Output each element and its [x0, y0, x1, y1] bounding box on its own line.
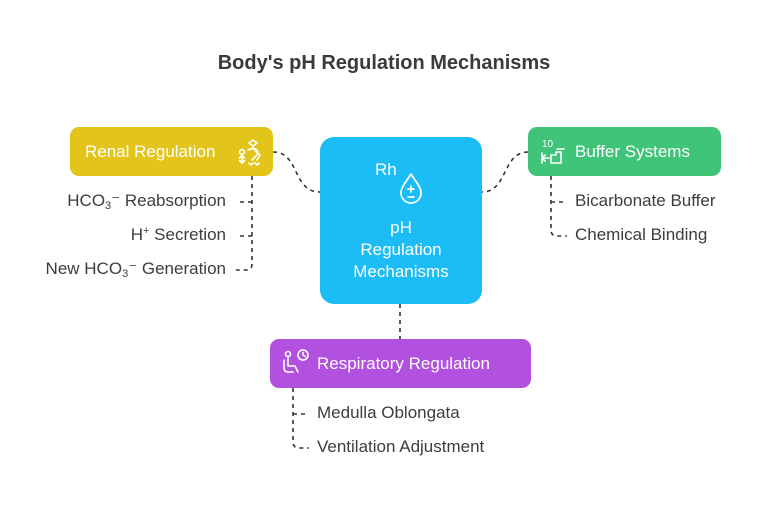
renal-item-new-hco3-generation: New HCO3⁻ Generation: [45, 259, 226, 280]
connector-renal-branch: [236, 176, 253, 271]
connector-resp-branch: [292, 388, 309, 449]
renal-regulation-box: Renal Regulation: [70, 127, 273, 176]
connector-buffer-branch: [550, 176, 567, 237]
buffer-systems-label: Buffer Systems: [575, 141, 690, 161]
renal-item-h-secretion: H+ Secretion: [130, 225, 226, 244]
diagram-title: Body's pH Regulation Mechanisms: [217, 52, 551, 74]
center-label-line-1: pH: [390, 218, 412, 237]
connector-renal-center: [272, 151, 321, 193]
buffer-item-chemical-binding: Chemical Binding: [575, 225, 708, 244]
rh-icon-text: Rh: [375, 160, 397, 179]
svg-text:10: 10: [542, 139, 554, 150]
buffer-systems-box: 10 Buffer Systems: [528, 127, 721, 176]
renal-regulation-label: Renal Regulation: [85, 141, 216, 161]
ph-regulation-center-box: Rh pH Regulation Mechanisms: [320, 137, 482, 304]
ph-drop-icon: [398, 172, 424, 209]
kidney-icon: [235, 137, 265, 172]
center-label: pH Regulation Mechanisms: [320, 217, 482, 283]
center-label-line-2: Regulation: [360, 240, 442, 259]
balance-icon: 10: [539, 137, 569, 172]
respiratory-regulation-box: Respiratory Regulation: [270, 339, 531, 388]
resp-item-ventilation: Ventilation Adjustment: [317, 437, 485, 456]
connector-buffer-center: [481, 151, 529, 193]
buffer-item-bicarbonate: Bicarbonate Buffer: [575, 191, 716, 210]
lungs-icon: [280, 348, 310, 383]
respiratory-regulation-label: Respiratory Regulation: [317, 353, 490, 373]
center-label-line-3: Mechanisms: [353, 262, 449, 281]
resp-item-medulla: Medulla Oblongata: [317, 403, 460, 422]
renal-item-hco3-reabsorption: HCO3⁻ Reabsorption: [67, 191, 226, 212]
